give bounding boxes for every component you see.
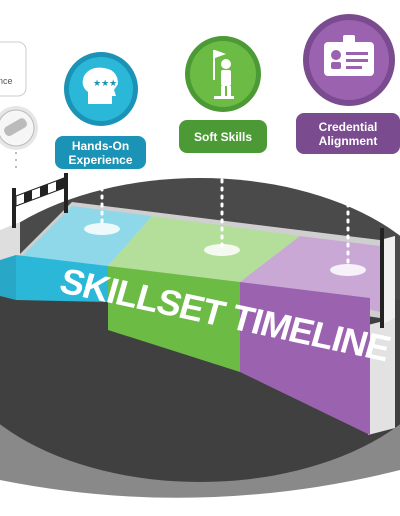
finish-pole [380,228,384,328]
svg-text:★★★: ★★★ [93,79,117,89]
segment-green-top [108,216,300,282]
partial-card [0,41,27,97]
brain-stars-icon: ★★★ [64,52,138,126]
milestone-marker-1 [84,223,120,235]
start-gate [12,173,68,228]
segment-blue-top [20,206,152,266]
diploma-icon [0,106,38,150]
track-front-left [0,255,16,300]
partial-card-label: nce [0,76,13,86]
segment-blue-front [16,255,108,302]
milestone-marker-3 [330,264,366,276]
id-badge-icon [303,14,395,106]
flag-person-icon [185,36,261,112]
segment-purple-front [240,282,370,435]
track-end-block [368,318,395,435]
segment-purple-top [240,236,380,312]
soft-skills-label: Soft Skills [179,120,267,153]
milestone-marker-2 [204,244,240,256]
segment-green-front [108,266,240,372]
